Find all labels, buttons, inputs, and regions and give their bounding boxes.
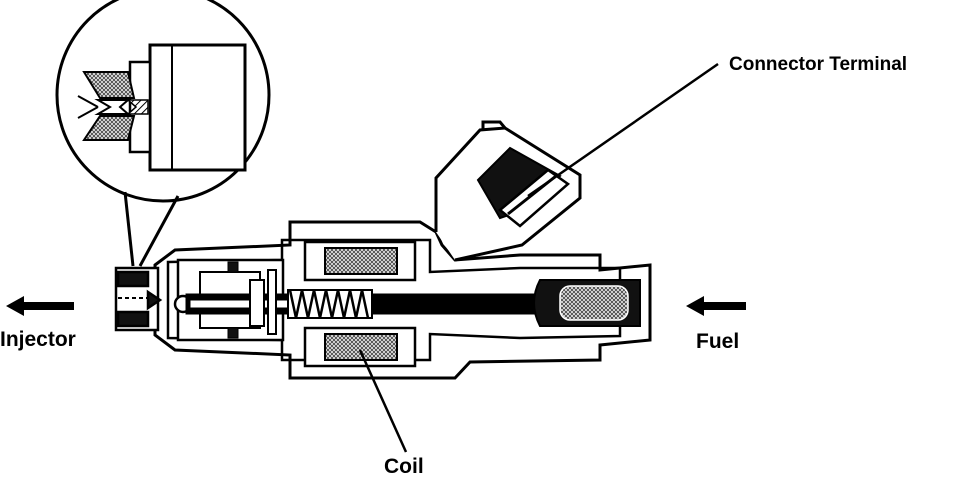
coil-label: Coil <box>384 455 424 478</box>
nozzle-detail-magnifier <box>55 0 271 267</box>
coil-leader <box>358 349 408 453</box>
fuel-label: Fuel <box>696 330 740 353</box>
leader-lines <box>358 62 719 453</box>
fuel-filter <box>533 279 641 327</box>
connector-terminal-leader <box>527 62 719 198</box>
injector-arrow-icon <box>6 296 74 316</box>
flow-arrows <box>6 296 746 316</box>
injector-label: Injector <box>0 328 76 351</box>
fuel-arrow-icon <box>686 296 746 316</box>
return-spring <box>287 289 373 319</box>
connector-terminal-label: Connector Terminal <box>729 54 908 75</box>
solenoid-coil <box>303 240 417 368</box>
nozzle-tip <box>114 266 163 332</box>
connector-terminal <box>476 146 571 228</box>
